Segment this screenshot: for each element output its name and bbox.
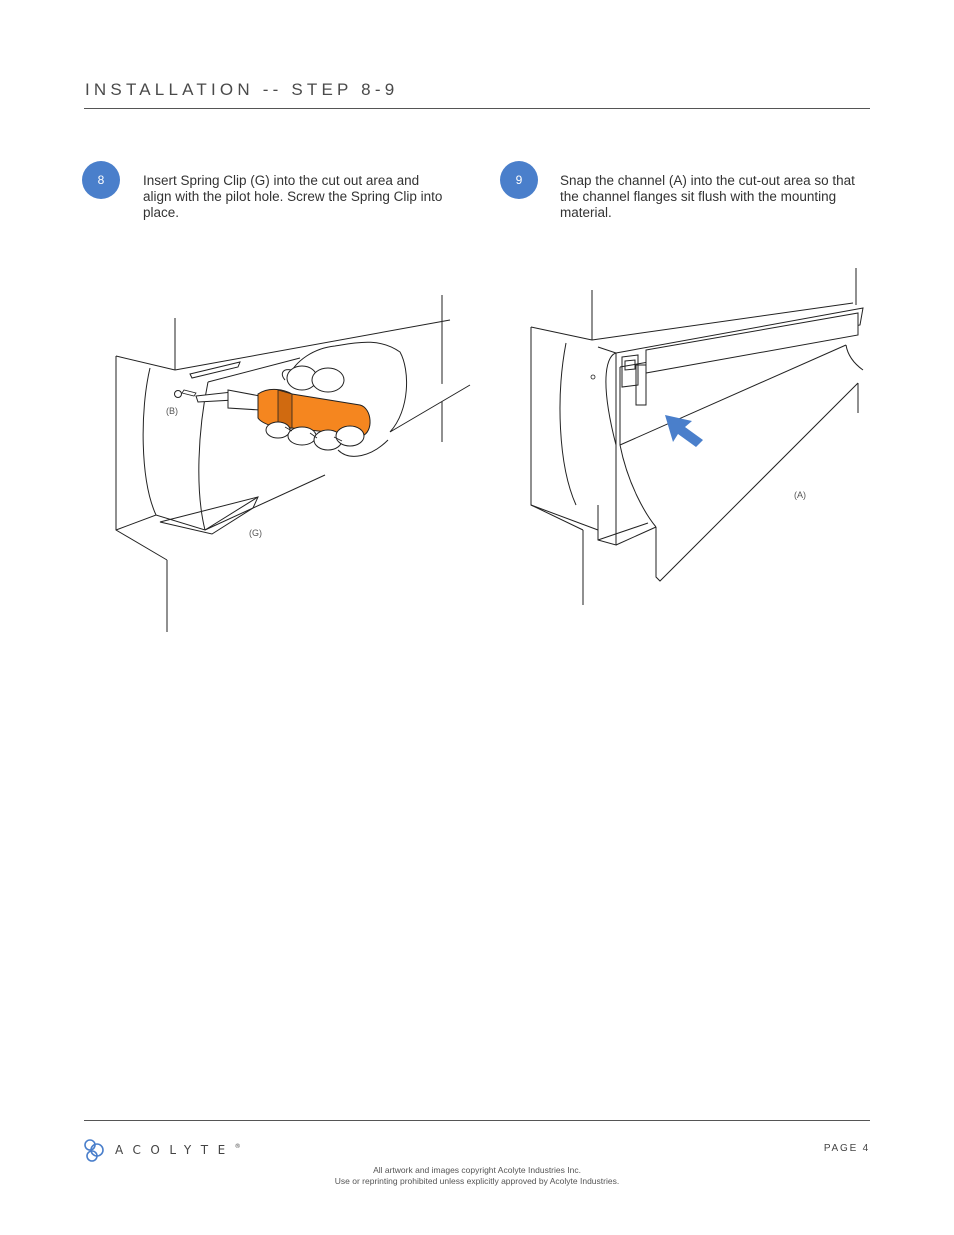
brand-wordmark: ACOLYTE® <box>115 1143 241 1157</box>
direction-arrow-icon <box>665 415 703 447</box>
step-8-instructions: Insert Spring Clip (G) into the cut out … <box>143 173 443 220</box>
header-divider <box>84 108 870 109</box>
step-9-number: 9 <box>515 173 523 187</box>
label-channel-a: (A) <box>794 490 806 500</box>
copyright-line-2: Use or reprinting prohibited unless expl… <box>334 1176 620 1186</box>
footer-divider <box>84 1120 870 1121</box>
acolyte-logo-icon <box>84 1139 104 1162</box>
copyright-notice: All artwork and images copyright Acolyte… <box>0 1165 954 1187</box>
hand-illustration <box>265 341 471 457</box>
label-clip-g: (G) <box>249 528 262 538</box>
copyright-line-1: All artwork and images copyright Acolyte… <box>373 1165 581 1175</box>
label-screw-b: (B) <box>166 406 178 416</box>
step-9-illustration: (A) <box>530 268 864 605</box>
page-number: PAGE 4 <box>823 1143 870 1154</box>
step-8-illustration: (B) (G) <box>115 295 471 632</box>
step-9-instructions: Snap the channel (A) into the cut-out ar… <box>560 173 855 220</box>
step-9-badge: 9 <box>500 161 538 199</box>
page-title: INSTALLATION -- STEP 8-9 <box>85 80 399 99</box>
step-8-number: 8 <box>97 173 105 187</box>
screw-icon <box>174 389 197 398</box>
step-8-badge: 8 <box>82 161 120 199</box>
acolyte-logo: ACOLYTE® <box>83 1137 241 1163</box>
screw-head-icon <box>590 374 596 380</box>
trademark-symbol: ® <box>234 1143 241 1150</box>
